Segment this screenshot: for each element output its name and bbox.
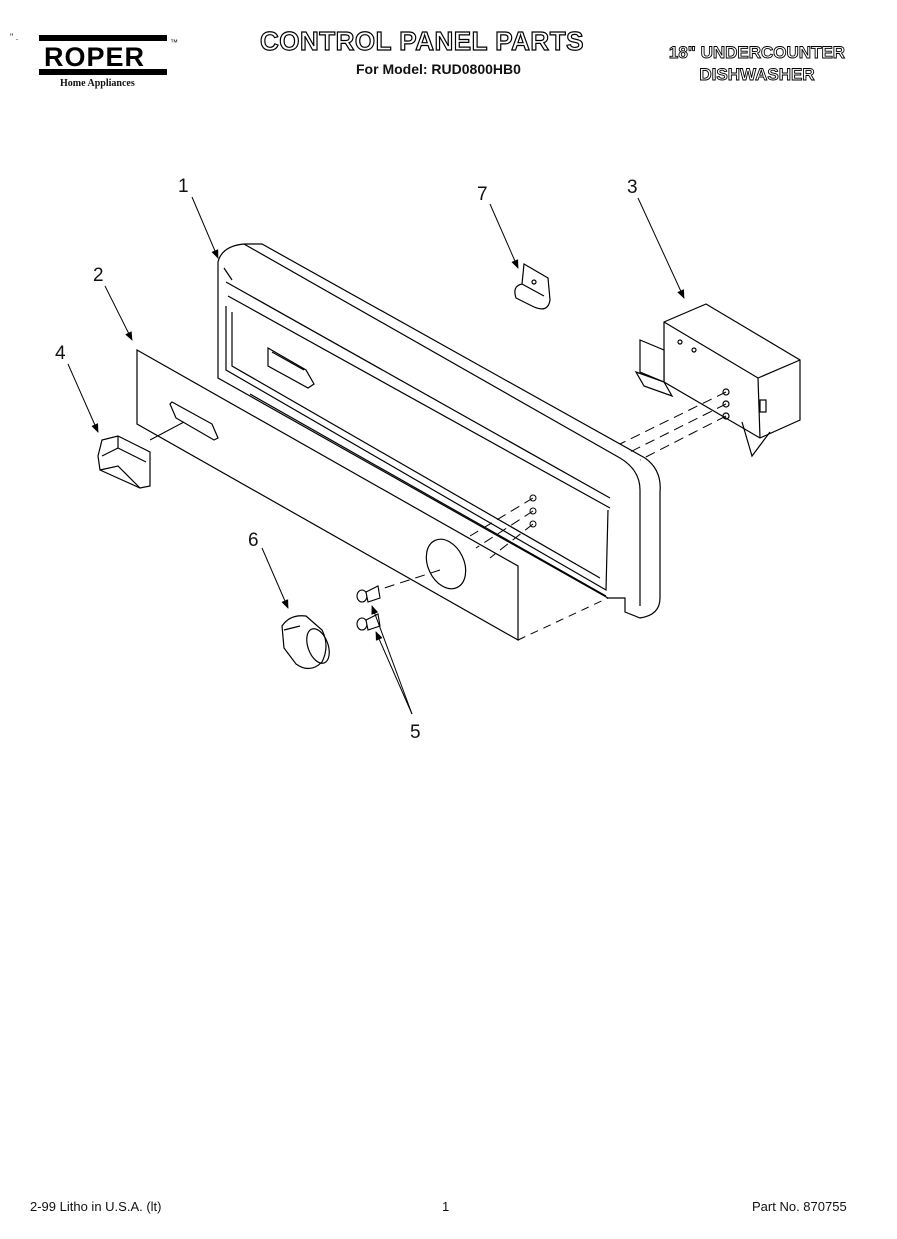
rocker-button <box>97 435 151 489</box>
logo-wordmark: ROPER <box>44 42 146 72</box>
callout-4: 4 <box>55 343 66 364</box>
logo-frame <box>39 35 167 75</box>
callout-6: 6 <box>248 530 259 551</box>
overlay-console-guide <box>517 597 609 641</box>
callout-5: 5 <box>410 722 421 743</box>
callout-2: 2 <box>93 265 104 286</box>
timer-module <box>634 303 801 458</box>
callout-1: 1 <box>178 176 189 197</box>
callout-3: 3 <box>627 177 638 198</box>
control-knob <box>281 615 330 670</box>
leader-lines <box>67 196 685 715</box>
logo-trademark: ™ <box>170 38 178 47</box>
footer-page-number: 1 <box>442 1199 450 1214</box>
footer-part-number: Part No. 870755 <box>752 1199 847 1214</box>
rocker-guide <box>149 421 185 441</box>
corner-marks: " . <box>10 32 19 42</box>
shaft-guides <box>371 391 727 593</box>
control-panel-console <box>217 243 661 619</box>
product-line-2: DISHWASHER <box>699 65 815 85</box>
callout-7: 7 <box>477 184 488 205</box>
page-title: CONTROL PANEL PARTS <box>259 25 584 56</box>
product-name: 18" UNDERCOUNTER DISHWASHER <box>652 42 862 86</box>
product-line-1: 18" UNDERCOUNTER <box>668 43 846 63</box>
screws <box>356 585 381 631</box>
clip-bracket <box>514 263 551 310</box>
logo-subtitle: Home Appliances <box>60 78 135 89</box>
footer-litho: 2-99 Litho in U.S.A. (lt) <box>30 1199 162 1214</box>
model-line: For Model: RUD0800HB0 <box>356 61 521 77</box>
